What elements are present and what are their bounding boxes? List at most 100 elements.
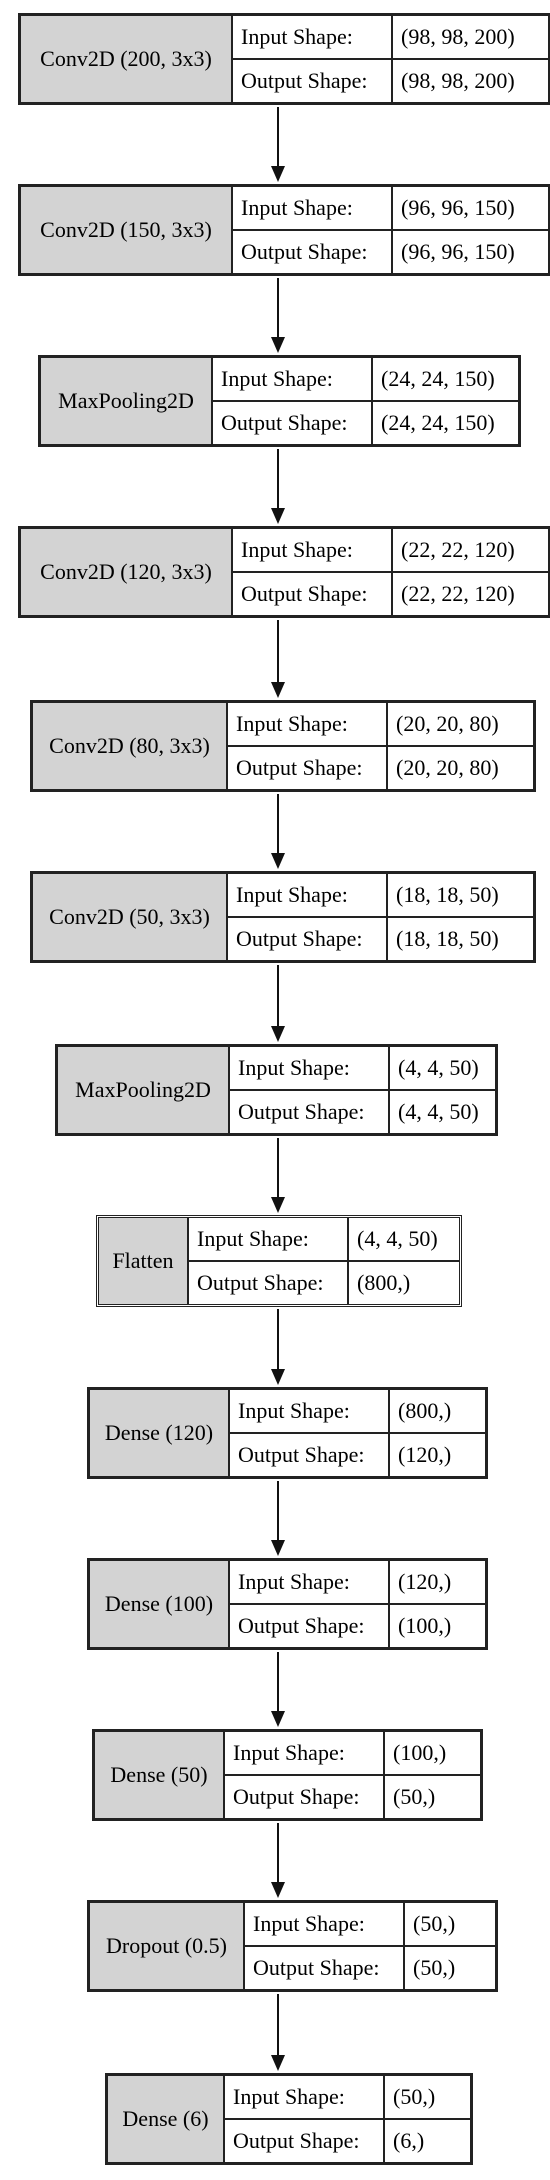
output-shape-label: Output Shape: — [228, 918, 388, 960]
input-shape-label: Input Shape: — [230, 1390, 390, 1432]
output-shape-label: Output Shape: — [189, 1262, 349, 1304]
layer-node: Dense (6)Input Shape: (50,) Output Shape: (… — [105, 2073, 473, 2165]
layer-node: Dense (50)Input Shape:(100,)Output Shape… — [92, 1729, 483, 1821]
arrow-head-icon — [271, 2055, 285, 2071]
shape-table: Input Shape: (24, 24, 150) Output Shape: (2… — [213, 358, 518, 444]
arrow-head-icon — [271, 1882, 285, 1898]
arrow-head-icon — [271, 508, 285, 524]
output-shape-value: (98, 98, 200) — [401, 68, 515, 93]
output-shape-value: (120,) — [398, 1442, 452, 1467]
input-shape-row: Input Shape: (18, 18, 50) — [228, 874, 533, 918]
output-shape-row: Output Shape:(22, 22, 120) — [233, 573, 548, 615]
output-shape-label: Output Shape: — [233, 60, 393, 102]
layer-name: Conv2D (50, 3x3) — [33, 874, 228, 960]
shape-table: Input Shape:(100,)Output Shape: (50,) — [225, 1732, 480, 1818]
shape-table: Input Shape: (800,) Output Shape:(120,) — [230, 1390, 485, 1476]
input-shape-value: (120,) — [398, 1569, 452, 1594]
output-shape-row: Output Shape:(120,) — [230, 1434, 485, 1476]
layer-name: MaxPooling2D — [58, 1047, 230, 1133]
input-shape-value: (800,) — [398, 1398, 452, 1423]
output-shape-label: Output Shape: — [230, 1091, 390, 1133]
output-shape-value: (18, 18, 50) — [396, 926, 499, 951]
input-shape-label: Input Shape: — [233, 16, 393, 58]
layer-node: Dropout (0.5)Input Shape:(50,)Output Sha… — [87, 1900, 498, 1992]
arrow-head-icon — [271, 166, 285, 182]
input-shape-label: Input Shape: — [245, 1903, 405, 1945]
arrow-head-icon — [271, 1026, 285, 1042]
layer-name: Dense (6) — [108, 2076, 225, 2162]
input-shape-row: Input Shape: (50,) — [225, 2076, 470, 2120]
output-shape-row: Output Shape:(4, 4, 50) — [230, 1091, 495, 1133]
output-shape-label: Output Shape: — [233, 231, 393, 273]
input-shape-row: Input Shape: (98, 98, 200) — [233, 16, 548, 60]
input-shape-row: Input Shape: (24, 24, 150) — [213, 358, 518, 402]
input-shape-row: Input Shape:(96, 96, 150) — [233, 187, 548, 231]
input-shape-label: Input Shape: — [189, 1218, 349, 1260]
input-shape-label: Input Shape: — [228, 703, 388, 745]
layer-name: Conv2D (150, 3x3) — [21, 187, 233, 273]
arrow-head-icon — [271, 1197, 285, 1213]
output-shape-value: (20, 20, 80) — [396, 755, 499, 780]
shape-table: Input Shape: (20, 20, 80) Output Shape: (20… — [228, 703, 533, 789]
input-shape-row: Input Shape:(100,) — [225, 1732, 480, 1776]
output-shape-label: Output Shape: — [225, 1776, 385, 1818]
input-shape-label: Input Shape: — [230, 1047, 390, 1089]
layer-node: Conv2D (120, 3x3)Input Shape:(22, 22, 12… — [18, 526, 550, 618]
shape-table: Input Shape: (50,) Output Shape: (6,) — [225, 2076, 470, 2162]
arrow-head-icon — [271, 337, 285, 353]
shape-table: Input Shape:(120,)Output Shape:(100,) — [230, 1561, 485, 1647]
arrow-head-icon — [271, 682, 285, 698]
output-shape-row: Output Shape: (50,) — [225, 1776, 480, 1818]
output-shape-row: Output Shape: (800,) — [189, 1262, 459, 1304]
input-shape-value: (50,) — [393, 2084, 436, 2109]
input-shape-row: Input Shape:(22, 22, 120) — [233, 529, 548, 573]
output-shape-value: (800,) — [357, 1270, 411, 1295]
arrow-head-icon — [271, 1369, 285, 1385]
shape-table: Input Shape: (4, 4, 50) Output Shape:(4, 4… — [230, 1047, 495, 1133]
shape-table: Input Shape:(4, 4, 50)Output Shape:(800,… — [189, 1218, 459, 1304]
output-shape-value: (50,) — [393, 1784, 436, 1809]
shape-table: Input Shape:(22, 22, 120)Output Shape:(2… — [233, 529, 548, 615]
output-shape-value: (22, 22, 120) — [401, 581, 515, 606]
layer-name: Dense (120) — [90, 1390, 230, 1476]
input-shape-value: (98, 98, 200) — [401, 24, 515, 49]
layer-node: Conv2D (200, 3x3)Input Shape:(98, 98, 20… — [18, 13, 550, 105]
input-shape-value: (18, 18, 50) — [396, 882, 499, 907]
layer-node: Conv2D (50, 3x3)Input Shape: (18, 18, 50)… — [30, 871, 536, 963]
output-shape-label: Output Shape: — [228, 747, 388, 789]
output-shape-label: Output Shape: — [213, 402, 373, 444]
output-shape-value: (24, 24, 150) — [381, 410, 495, 435]
output-shape-row: Output Shape:(50,) — [245, 1947, 495, 1989]
shape-table: Input Shape: (50,) Output Shape:(50,) — [245, 1903, 495, 1989]
input-shape-label: Input Shape: — [225, 2076, 385, 2118]
input-shape-row: Input Shape:(120,) — [230, 1561, 485, 1605]
input-shape-label: Input Shape: — [213, 358, 373, 400]
input-shape-value: (4, 4, 50) — [398, 1055, 479, 1080]
output-shape-row: Output Shape: (24, 24, 150) — [213, 402, 518, 444]
input-shape-row: Input Shape: (800,) — [230, 1390, 485, 1434]
input-shape-row: Input Shape: (20, 20, 80) — [228, 703, 533, 747]
layer-name: Conv2D (120, 3x3) — [21, 529, 233, 615]
output-shape-row: Output Shape: (6,) — [225, 2120, 470, 2162]
input-shape-label: Input Shape: — [233, 529, 393, 571]
input-shape-value: (24, 24, 150) — [381, 366, 495, 391]
output-shape-row: Output Shape: (98, 98, 200) — [233, 60, 548, 102]
input-shape-value: (20, 20, 80) — [396, 711, 499, 736]
input-shape-value: (100,) — [393, 1740, 447, 1765]
output-shape-label: Output Shape: — [225, 2120, 385, 2162]
input-shape-row: Input Shape: (50,) — [245, 1903, 495, 1947]
layer-name: Dense (100) — [90, 1561, 230, 1647]
layer-name: Flatten — [99, 1218, 189, 1304]
layer-node: Dense (120)Input Shape: (800,) Output Shap… — [87, 1387, 488, 1479]
layer-node: Conv2D (150, 3x3)Input Shape:(96, 96, 15… — [18, 184, 550, 276]
arrow-head-icon — [271, 853, 285, 869]
input-shape-value: (50,) — [413, 1911, 456, 1936]
output-shape-value: (100,) — [398, 1613, 452, 1638]
output-shape-value: (6,) — [393, 2128, 425, 2153]
shape-table: Input Shape: (18, 18, 50) Output Shape: (18… — [228, 874, 533, 960]
input-shape-label: Input Shape: — [228, 874, 388, 916]
layer-name: MaxPooling2D — [41, 358, 213, 444]
shape-table: Input Shape: (98, 98, 200) Output Shape: (9… — [233, 16, 548, 102]
